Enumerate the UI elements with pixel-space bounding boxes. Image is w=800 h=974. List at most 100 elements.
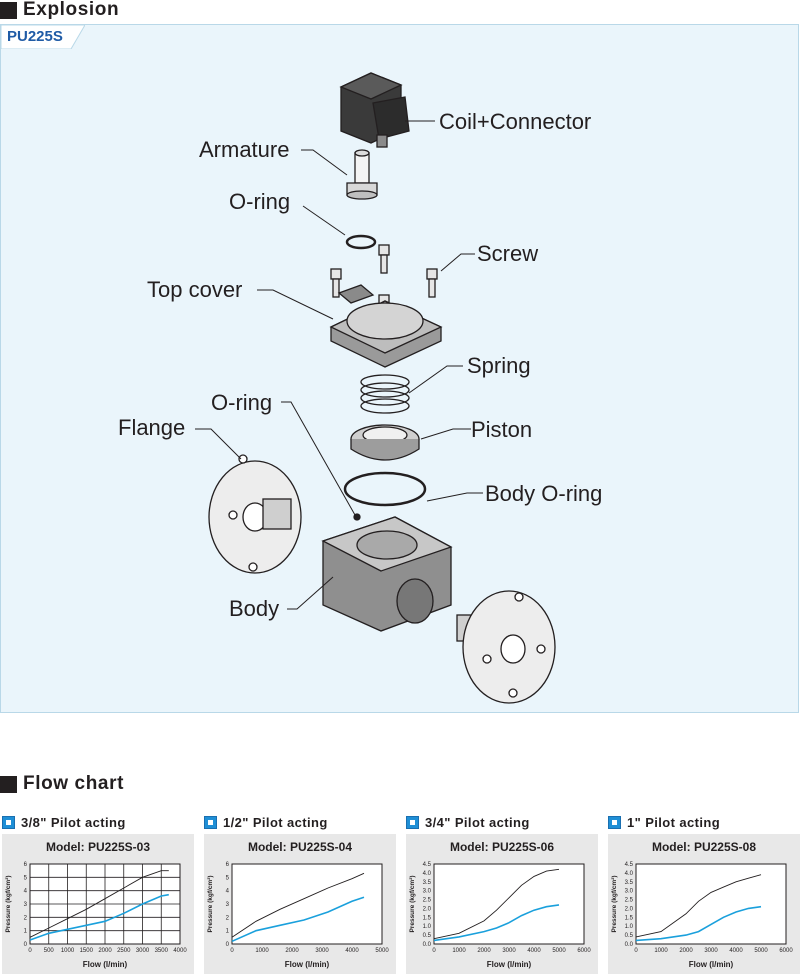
- x-tick-label: 3000: [704, 948, 718, 954]
- x-tick-label: 1000: [654, 948, 668, 954]
- chart-heading: 1/2" Pilot acting: [204, 812, 328, 832]
- chart-heading: 3/4" Pilot acting: [406, 812, 530, 832]
- y-tick-label: 3.0: [423, 889, 432, 895]
- y-tick-label: 3.5: [625, 880, 634, 886]
- armature-part: [346, 149, 378, 200]
- x-tick-label: 2000: [679, 948, 693, 954]
- callout-piston: Piston: [471, 417, 532, 442]
- series-line: [231, 872, 365, 938]
- x-tick-label: 4000: [527, 948, 541, 954]
- model-tab-label: PU225S: [7, 28, 63, 45]
- model-tab: PU225S: [1, 25, 85, 49]
- series-line: [29, 893, 169, 941]
- callout-body-oring: Body O-ring: [485, 481, 602, 506]
- y-tick-label: 1.5: [625, 915, 634, 921]
- y-tick-label: 3: [226, 902, 230, 908]
- series-line: [433, 868, 560, 940]
- oring-top-part: [345, 234, 377, 250]
- x-tick-label: 2000: [98, 948, 112, 954]
- y-tick-label: 2: [226, 915, 230, 921]
- series-line: [635, 905, 762, 942]
- y-tick-label: 1.0: [625, 924, 634, 930]
- y-tick-label: 4.0: [423, 871, 432, 877]
- series-line: [231, 896, 365, 943]
- x-tick-label: 0: [634, 948, 638, 954]
- chart-bullet-icon: [406, 815, 419, 829]
- piston-part: [350, 424, 420, 461]
- x-tick-label: 3000: [315, 948, 329, 954]
- x-tick-label: 2000: [477, 948, 491, 954]
- chart-title: Model: PU225S-08: [652, 840, 756, 854]
- x-tick-label: 3500: [155, 948, 169, 954]
- x-axis-label: Flow (l/min): [285, 960, 330, 969]
- leader-lines: [195, 120, 483, 610]
- x-tick-label: 5000: [754, 948, 768, 954]
- spring-part: [360, 374, 410, 414]
- top-cover-part: [329, 284, 443, 368]
- x-axis-label: Flow (l/min): [487, 960, 532, 969]
- y-tick-label: 0.5: [423, 933, 432, 939]
- x-tick-label: 500: [44, 948, 55, 954]
- x-tick-label: 0: [432, 948, 436, 954]
- y-tick-label: 3: [24, 902, 28, 908]
- series-line: [635, 874, 762, 938]
- x-tick-label: 0: [230, 948, 234, 954]
- model-tab-shape: [1, 25, 85, 49]
- y-tick-label: 0: [226, 942, 230, 948]
- y-tick-label: 4: [226, 889, 230, 895]
- y-tick-label: 2.5: [423, 898, 432, 904]
- y-tick-label: 4.5: [625, 862, 634, 868]
- y-tick-label: 1.5: [423, 915, 432, 921]
- callout-coil-connector: Coil+Connector: [439, 109, 591, 134]
- callout-armature: Armature: [199, 137, 289, 162]
- callout-oring-top: O-ring: [229, 189, 290, 214]
- y-axis-label: Pressure (kgf/cm²): [5, 875, 12, 932]
- y-tick-label: 4.5: [423, 862, 432, 868]
- chart-heading-text: 1" Pilot acting: [627, 814, 721, 830]
- explosion-title-text: Explosion: [23, 0, 120, 20]
- chart-bullet-icon: [204, 815, 217, 829]
- y-tick-label: 2.0: [423, 906, 432, 912]
- y-tick-label: 0.5: [625, 933, 634, 939]
- chart-heading: 3/8" Pilot acting: [2, 812, 126, 832]
- y-tick-label: 3.0: [625, 889, 634, 895]
- x-tick-label: 1000: [61, 948, 75, 954]
- y-tick-label: 0.0: [625, 942, 634, 948]
- y-tick-label: 0.0: [423, 942, 432, 948]
- x-tick-label: 1500: [80, 948, 94, 954]
- section-square-icon: [0, 1, 17, 19]
- callout-top-cover: Top cover: [147, 277, 242, 302]
- y-tick-label: 4.0: [625, 871, 634, 877]
- y-tick-label: 3.5: [423, 880, 432, 886]
- plot-area: [433, 863, 585, 945]
- chart-bullet-icon: [2, 815, 15, 829]
- body-part: [321, 516, 453, 632]
- x-tick-label: 3000: [502, 948, 516, 954]
- exploded-view-diagram: Coil+Connector Armature O-ring Screw Top…: [118, 72, 602, 704]
- x-tick-label: 2000: [285, 948, 299, 954]
- y-axis-label: Pressure (kgf/cm²): [409, 875, 416, 932]
- y-tick-label: 2: [24, 915, 28, 921]
- x-tick-label: 0: [28, 948, 32, 954]
- section-square-icon: [0, 775, 17, 793]
- callout-spring: Spring: [467, 353, 531, 378]
- chart-title: Model: PU225S-04: [248, 840, 352, 854]
- x-axis-label: Flow (l/min): [689, 960, 734, 969]
- y-axis-label: Pressure (kgf/cm²): [611, 875, 618, 932]
- explosion-section-title: Explosion: [0, 0, 119, 20]
- chart-heading-text: 3/4" Pilot acting: [425, 814, 530, 830]
- y-tick-label: 5: [226, 875, 230, 881]
- series-line: [433, 904, 560, 942]
- right-flange-part: [456, 590, 556, 704]
- series-line: [29, 870, 169, 938]
- oring-mid-part: [353, 513, 361, 521]
- callout-body: Body: [229, 596, 279, 621]
- y-tick-label: 2.5: [625, 898, 634, 904]
